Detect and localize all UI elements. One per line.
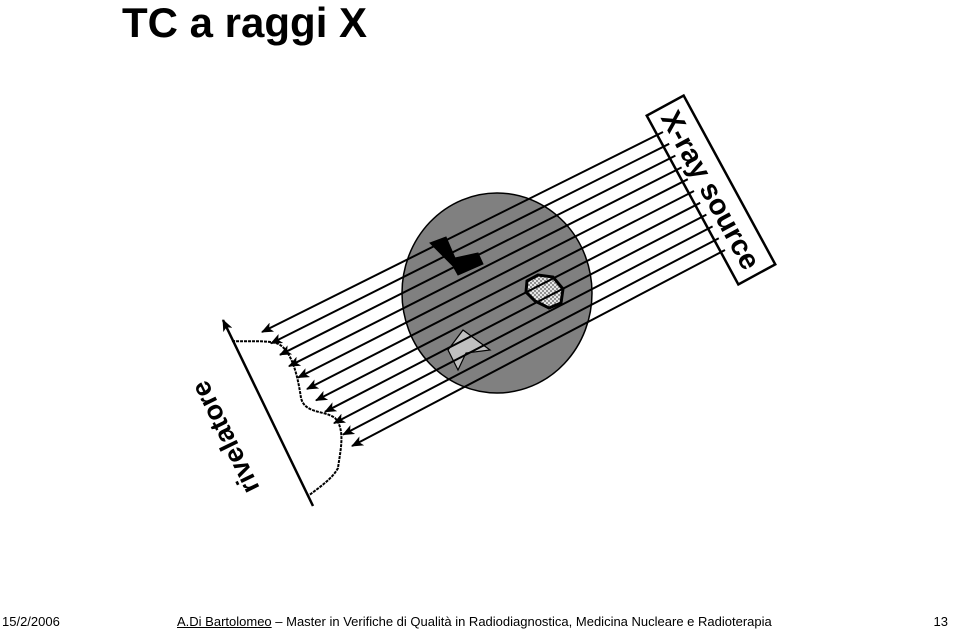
footer-credits: A.Di Bartolomeo – Master in Verifiche di… [177,613,772,631]
footer-author: A.Di Bartolomeo [177,614,272,629]
xray-beam [315,201,701,402]
xray-beam [351,249,726,447]
xray-beams [261,131,726,447]
xray-beam [342,237,720,436]
detector-label: rivelatore [185,376,265,498]
xray-beam [279,154,676,356]
xray-beam [297,178,689,379]
xray-beam [306,190,695,390]
xray-beam [324,213,707,413]
footer-date: 15/2/2006 [2,614,60,629]
xray-beam [288,166,683,368]
xray-beam [270,142,670,345]
page-title: TC a raggi X [122,0,368,46]
dotted-lesion [524,273,565,310]
xray-beam [333,225,714,425]
footer-course: Master in Verifiche di Qualità in Radiod… [286,614,772,629]
footer-separator: – [271,614,287,629]
detector-axis [221,319,315,507]
xray-source-label: X-ray source [654,106,766,276]
xray-beam [261,131,664,333]
footer-page-number: 13 [933,614,948,629]
